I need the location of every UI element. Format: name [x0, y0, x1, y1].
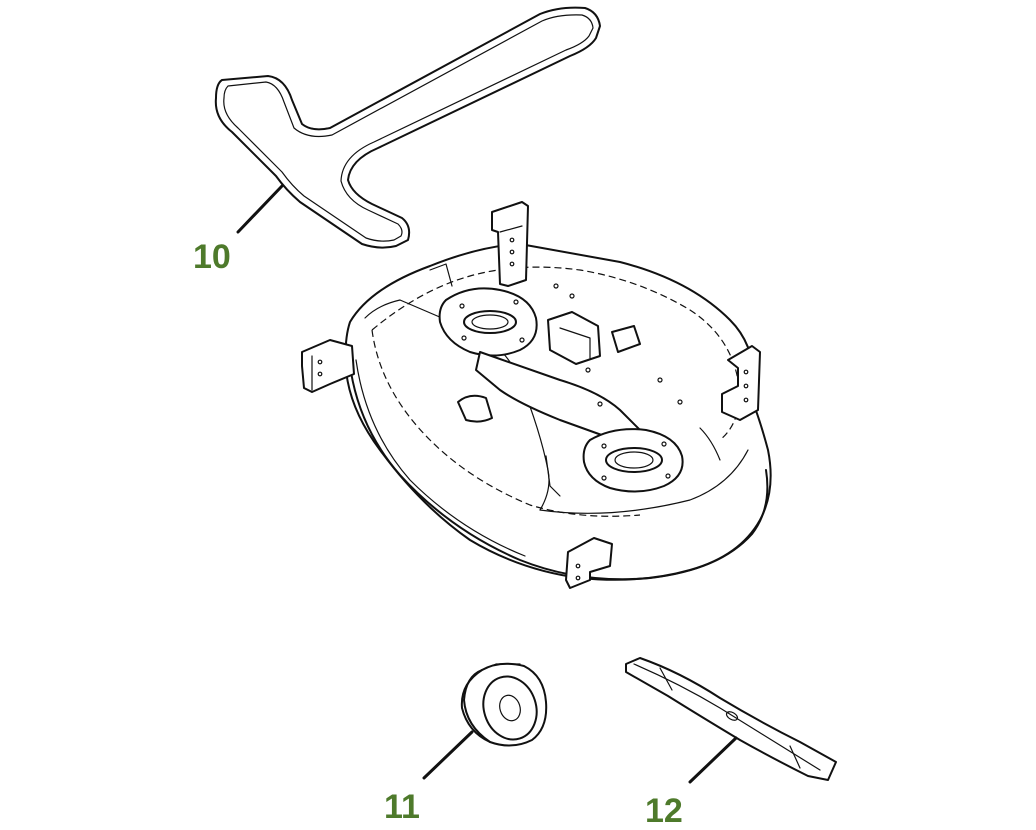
mower-deck-part: [301, 201, 772, 589]
mower-blade-part: [625, 657, 837, 784]
callout-label-11: 11: [384, 788, 420, 826]
callout-label-12: 12: [645, 792, 683, 830]
gauge-wheel-part: [422, 662, 548, 780]
leader-line-10: [236, 184, 284, 234]
drive-belt-part: [214, 6, 601, 249]
callout-label-10: 10: [193, 238, 231, 276]
leader-line-11: [422, 730, 474, 780]
leader-line-12: [688, 736, 738, 784]
